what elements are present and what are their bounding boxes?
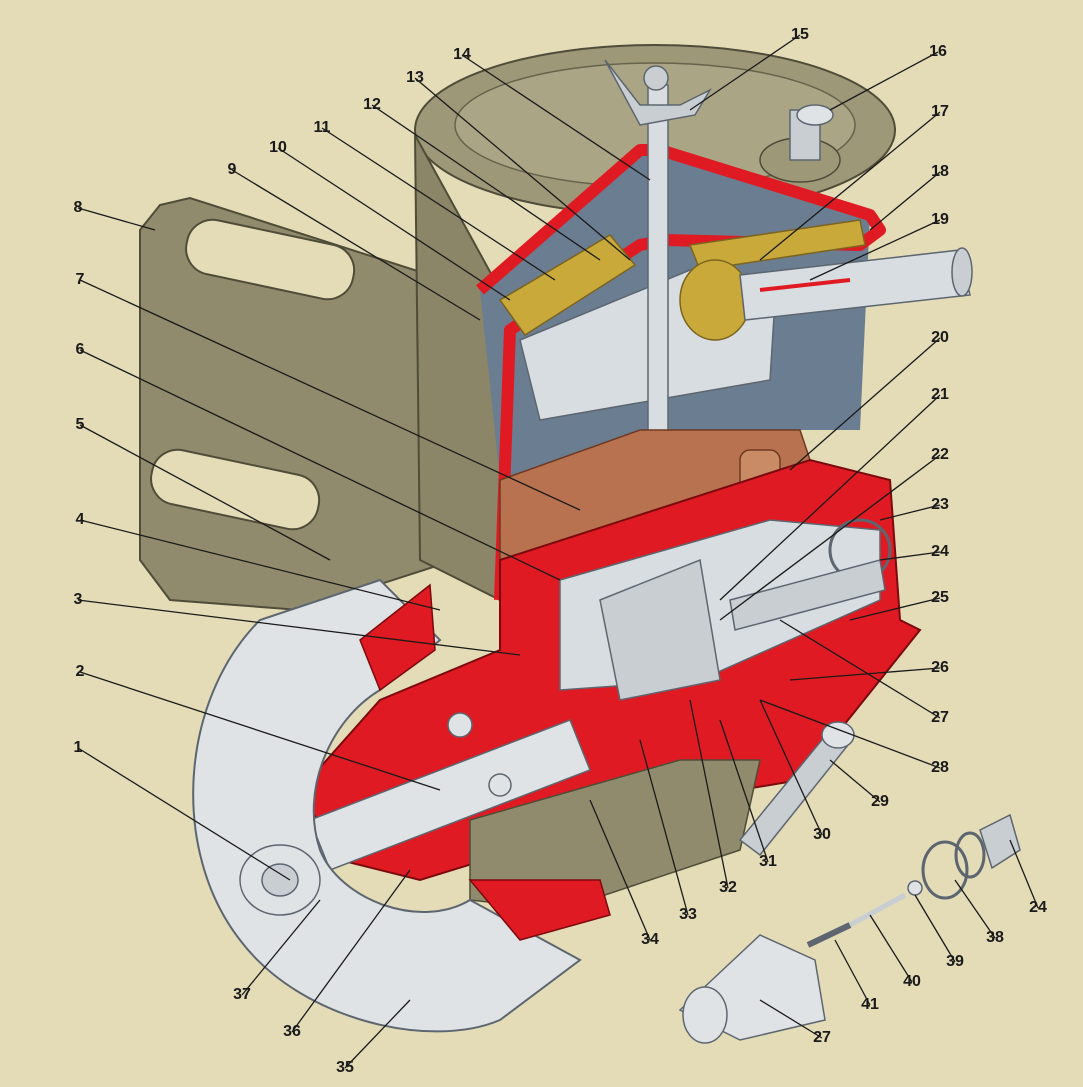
callout-label-27: 27 <box>931 709 949 726</box>
callout-leader-7 <box>79 279 581 511</box>
callout-label-6: 6 <box>75 341 85 358</box>
callout-label-18: 18 <box>931 163 949 180</box>
callout-label-20: 20 <box>931 329 949 346</box>
callout-label-9: 9 <box>227 161 237 178</box>
callout-leader-33 <box>639 739 689 916</box>
callout-label-7: 7 <box>75 271 85 288</box>
callout-label-36: 36 <box>283 1023 301 1040</box>
callout-label-4: 4 <box>75 511 85 528</box>
callout-leader-10 <box>277 147 511 301</box>
callout-leader-9 <box>231 169 481 321</box>
callout-leader-11 <box>321 127 556 281</box>
callout-label-17: 17 <box>931 103 949 120</box>
center-rod <box>604 59 712 466</box>
callout-label-22: 22 <box>931 446 949 463</box>
callout-leader-12 <box>371 104 601 261</box>
exploded-valve-assembly <box>678 813 1021 1044</box>
callout-leader-14 <box>461 54 651 181</box>
inset-callout-leader-6 <box>759 999 823 1039</box>
callout-leader-25 <box>849 597 941 621</box>
callout-label-35: 35 <box>336 1059 354 1076</box>
callout-leader-4 <box>79 519 441 611</box>
callout-label-12: 12 <box>363 96 381 113</box>
callout-leader-24 <box>879 551 941 561</box>
callout-label-25: 25 <box>931 589 949 606</box>
callout-leader-17 <box>759 111 941 261</box>
callout-leader-22 <box>719 454 941 621</box>
inset-callout-leader-2 <box>954 879 996 939</box>
callout-label-32: 32 <box>719 879 737 896</box>
inset-callout-leader-1 <box>1009 839 1039 909</box>
callout-label-29: 29 <box>871 793 889 810</box>
callout-label-5: 5 <box>75 416 85 433</box>
callout-leader-26 <box>789 667 941 681</box>
callout-label-26: 26 <box>931 659 949 676</box>
callout-label-24: 24 <box>931 543 949 560</box>
callout-label-14: 14 <box>453 46 471 63</box>
callout-label-34: 34 <box>641 931 659 948</box>
callout-label-1: 1 <box>73 739 83 756</box>
callout-leader-2 <box>79 671 441 791</box>
callout-label-19: 19 <box>931 211 949 228</box>
callout-label-2: 2 <box>75 663 85 680</box>
outlet-pipe <box>739 247 973 321</box>
callout-leader-34 <box>589 799 651 941</box>
inset-callout-label-6: 27 <box>813 1029 831 1046</box>
callout-label-3: 3 <box>73 591 83 608</box>
bolt <box>738 721 855 857</box>
callout-leader-13 <box>414 77 631 261</box>
callout-label-33: 33 <box>679 906 697 923</box>
callout-label-11: 11 <box>313 119 331 136</box>
inset-callout-label-3: 39 <box>946 953 964 970</box>
callout-label-15: 15 <box>791 26 809 43</box>
leader-lines <box>77 34 1039 1069</box>
callout-leader-5 <box>79 424 331 561</box>
drive-shaft <box>309 712 591 871</box>
callout-leader-29 <box>829 759 881 803</box>
inset-callout-label-1: 24 <box>1029 899 1047 916</box>
callout-leader-15 <box>689 34 801 111</box>
callout-label-37: 37 <box>233 986 251 1003</box>
callout-leader-37 <box>241 899 321 996</box>
pulley <box>192 578 611 1033</box>
callout-label-10: 10 <box>269 139 287 156</box>
inset-callout-label-2: 38 <box>986 929 1004 946</box>
inset-callout-leader-5 <box>834 939 871 1006</box>
inset-callout-label-4: 40 <box>903 973 921 990</box>
callout-leader-32 <box>689 699 729 889</box>
callout-leader-20 <box>789 337 941 471</box>
callout-leader-28 <box>759 699 941 769</box>
callout-leader-23 <box>879 504 941 521</box>
callout-leader-31 <box>719 719 769 863</box>
inset-callout-leader-4 <box>869 914 913 983</box>
inset-callout-leader-3 <box>914 894 956 963</box>
top-fitting <box>759 104 841 183</box>
callout-leader-1 <box>77 747 291 881</box>
callout-label-8: 8 <box>73 199 83 216</box>
callout-leader-3 <box>77 599 521 656</box>
callout-leader-6 <box>79 349 561 581</box>
callout-leader-36 <box>291 869 411 1033</box>
callout-label-13: 13 <box>406 69 424 86</box>
callout-leader-21 <box>719 394 941 601</box>
inset-callout-label-5: 41 <box>861 996 879 1013</box>
callout-label-28: 28 <box>931 759 949 776</box>
callout-leader-27 <box>779 619 941 719</box>
callout-label-23: 23 <box>931 496 949 513</box>
callout-leader-8 <box>77 207 156 231</box>
callout-label-21: 21 <box>931 386 949 403</box>
callout-leader-30 <box>759 699 823 836</box>
callout-leader-16 <box>829 51 939 111</box>
callout-leader-19 <box>809 219 941 281</box>
callout-label-16: 16 <box>929 43 947 60</box>
callout-label-31: 31 <box>759 853 777 870</box>
callout-leader-35 <box>344 999 411 1069</box>
callout-leader-18 <box>869 171 941 231</box>
callout-label-30: 30 <box>813 826 831 843</box>
